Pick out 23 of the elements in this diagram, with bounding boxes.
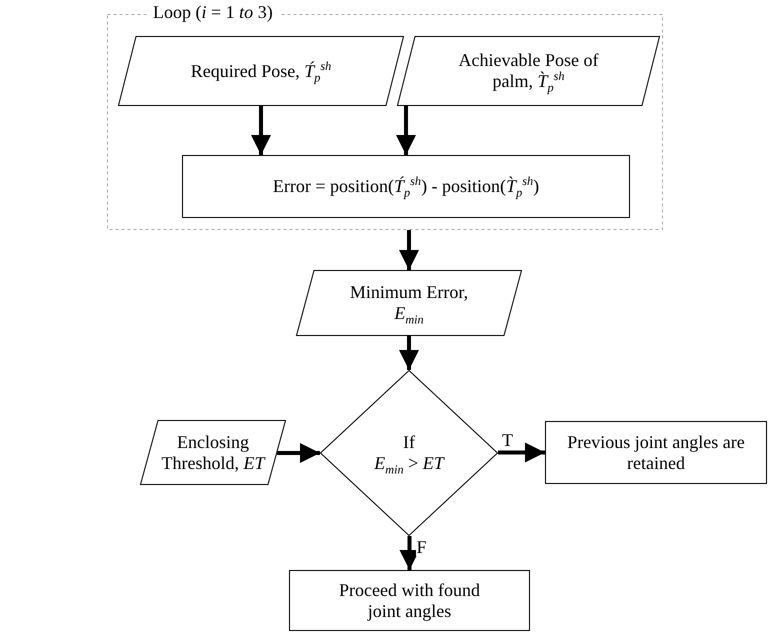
arrow bbox=[251, 106, 271, 155]
arrow bbox=[498, 442, 545, 462]
node-text: Previous joint angles are retained bbox=[566, 432, 746, 474]
data-parallelogram bbox=[140, 420, 286, 485]
process-box bbox=[182, 155, 630, 218]
node-text: Error = position(T́$_{p}$$^{sh}$) - position(T̀$_{p}$$^{sh}$) bbox=[272, 176, 540, 197]
data-parallelogram bbox=[397, 36, 660, 106]
decision-diamond bbox=[320, 370, 498, 536]
arrow bbox=[400, 536, 420, 570]
condition-text: If bbox=[403, 432, 415, 453]
node-text: Minimum Error, E$_{min}$ bbox=[349, 282, 469, 324]
process-box bbox=[545, 421, 767, 484]
condition-text: E$_{min}$ > ET bbox=[374, 453, 444, 474]
arrow bbox=[399, 336, 419, 370]
data-parallelogram bbox=[296, 270, 522, 336]
arrow bbox=[277, 443, 320, 463]
data-parallelogram bbox=[118, 36, 404, 106]
node-text: Proceed with found joint angles bbox=[338, 580, 481, 622]
arrow bbox=[399, 230, 419, 270]
arrow bbox=[396, 106, 416, 155]
edge-label: F bbox=[416, 538, 428, 556]
node-text: Enclosing Threshold, ET bbox=[160, 432, 266, 474]
process-box bbox=[289, 570, 530, 631]
